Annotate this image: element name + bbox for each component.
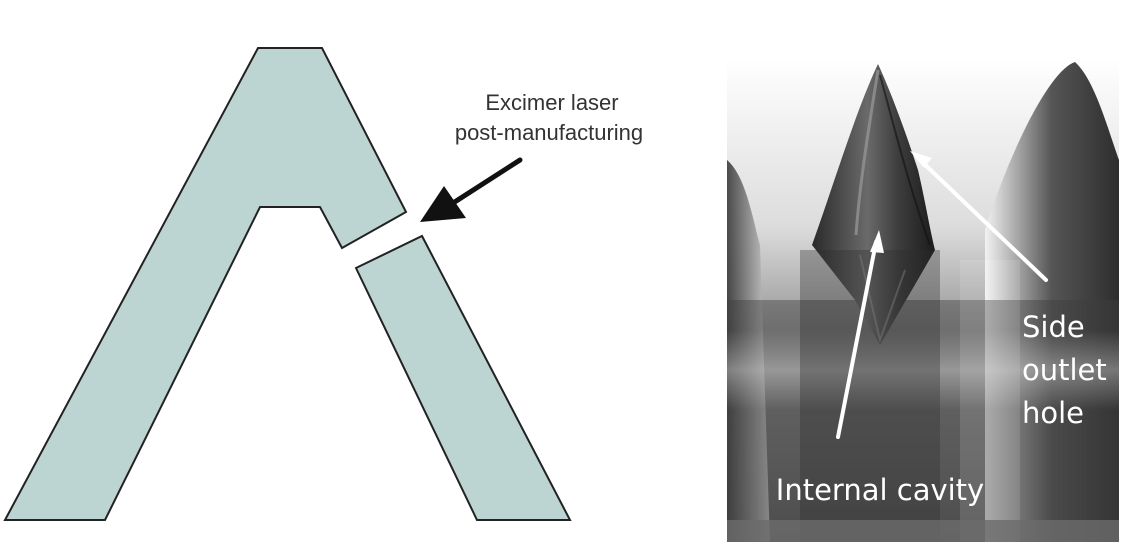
black-arrow-icon bbox=[420, 157, 523, 222]
white-arrow-icon bbox=[836, 151, 1048, 439]
label-side-line3: hole bbox=[1022, 396, 1084, 430]
right-peak bbox=[985, 62, 1119, 542]
needle-right-arm bbox=[354, 234, 572, 521]
microneedle-photo: Internal cavity Side outlet hole bbox=[727, 58, 1119, 542]
schematic-diagram: Excimer laser post-manufacturing bbox=[3, 47, 643, 521]
label-side-line1: Side bbox=[1022, 310, 1085, 344]
annotation-line2: post-manufacturing bbox=[455, 120, 643, 145]
annotation-line1: Excimer laser bbox=[485, 90, 618, 115]
label-side-line2: outlet bbox=[1022, 353, 1107, 387]
needle-left-arm bbox=[3, 47, 408, 521]
label-internal-cavity: Internal cavity bbox=[776, 473, 984, 507]
